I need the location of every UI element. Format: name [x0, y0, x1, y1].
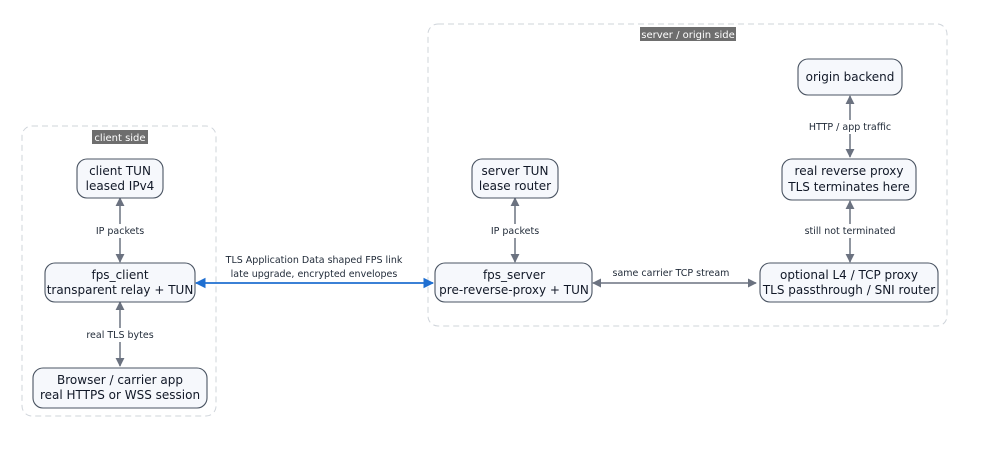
svg-text:transparent relay + TUN: transparent relay + TUN: [47, 283, 194, 297]
svg-text:lease router: lease router: [479, 179, 551, 193]
node-client-tun: client TUN leased IPv4: [76, 158, 164, 199]
svg-text:optional L4 / TCP proxy: optional L4 / TCP proxy: [780, 268, 918, 282]
node-origin-backend: origin backend: [797, 58, 903, 96]
edge-label-main-link-2: late upgrade, encrypted envelopes: [231, 269, 398, 280]
server-side-label: server / origin side: [641, 30, 735, 41]
svg-text:real HTTPS or WSS session: real HTTPS or WSS session: [40, 388, 200, 402]
edge-label-main-link-1: TLS Application Data shaped FPS link: [225, 255, 403, 266]
svg-text:leased IPv4: leased IPv4: [86, 179, 155, 193]
edge-label-carrier: same carrier TCP stream: [613, 268, 730, 279]
edge-label-client-ip: IP packets: [96, 226, 144, 237]
svg-text:TLS passthrough / SNI router: TLS passthrough / SNI router: [762, 283, 935, 297]
edge-label-not-terminated: still not terminated: [805, 226, 896, 237]
svg-text:TLS terminates here: TLS terminates here: [787, 180, 909, 194]
client-side-label: client side: [94, 133, 145, 144]
svg-text:fps_client: fps_client: [91, 268, 148, 282]
svg-text:client TUN: client TUN: [89, 164, 151, 178]
server-side-tag: [640, 27, 736, 41]
node-browser: Browser / carrier app real HTTPS or WSS …: [32, 367, 208, 409]
svg-text:origin backend: origin backend: [806, 70, 895, 84]
client-side-tag: [92, 130, 148, 144]
edge-labels: IP packets real TLS bytes TLS Applicatio…: [74, 120, 912, 342]
server-side-cluster: server / origin side: [427, 23, 948, 327]
svg-text:server TUN: server TUN: [482, 164, 549, 178]
node-l4-proxy: optional L4 / TCP proxy TLS passthrough …: [759, 262, 939, 303]
edge-label-client-tls: real TLS bytes: [86, 330, 153, 341]
edge-label-server-ip: IP packets: [491, 226, 539, 237]
svg-text:real reverse proxy: real reverse proxy: [795, 164, 904, 178]
node-fps-client: fps_client transparent relay + TUN: [44, 262, 196, 303]
edge-label-http: HTTP / app traffic: [809, 122, 891, 133]
node-server-tun: server TUN lease router: [471, 158, 559, 199]
svg-text:Browser / carrier app: Browser / carrier app: [57, 373, 183, 387]
node-reverse-proxy: real reverse proxy TLS terminates here: [781, 158, 917, 201]
svg-text:pre-reverse-proxy + TUN: pre-reverse-proxy + TUN: [439, 283, 589, 297]
node-fps-server: fps_server pre-reverse-proxy + TUN: [434, 262, 593, 303]
svg-text:fps_server: fps_server: [483, 268, 545, 282]
